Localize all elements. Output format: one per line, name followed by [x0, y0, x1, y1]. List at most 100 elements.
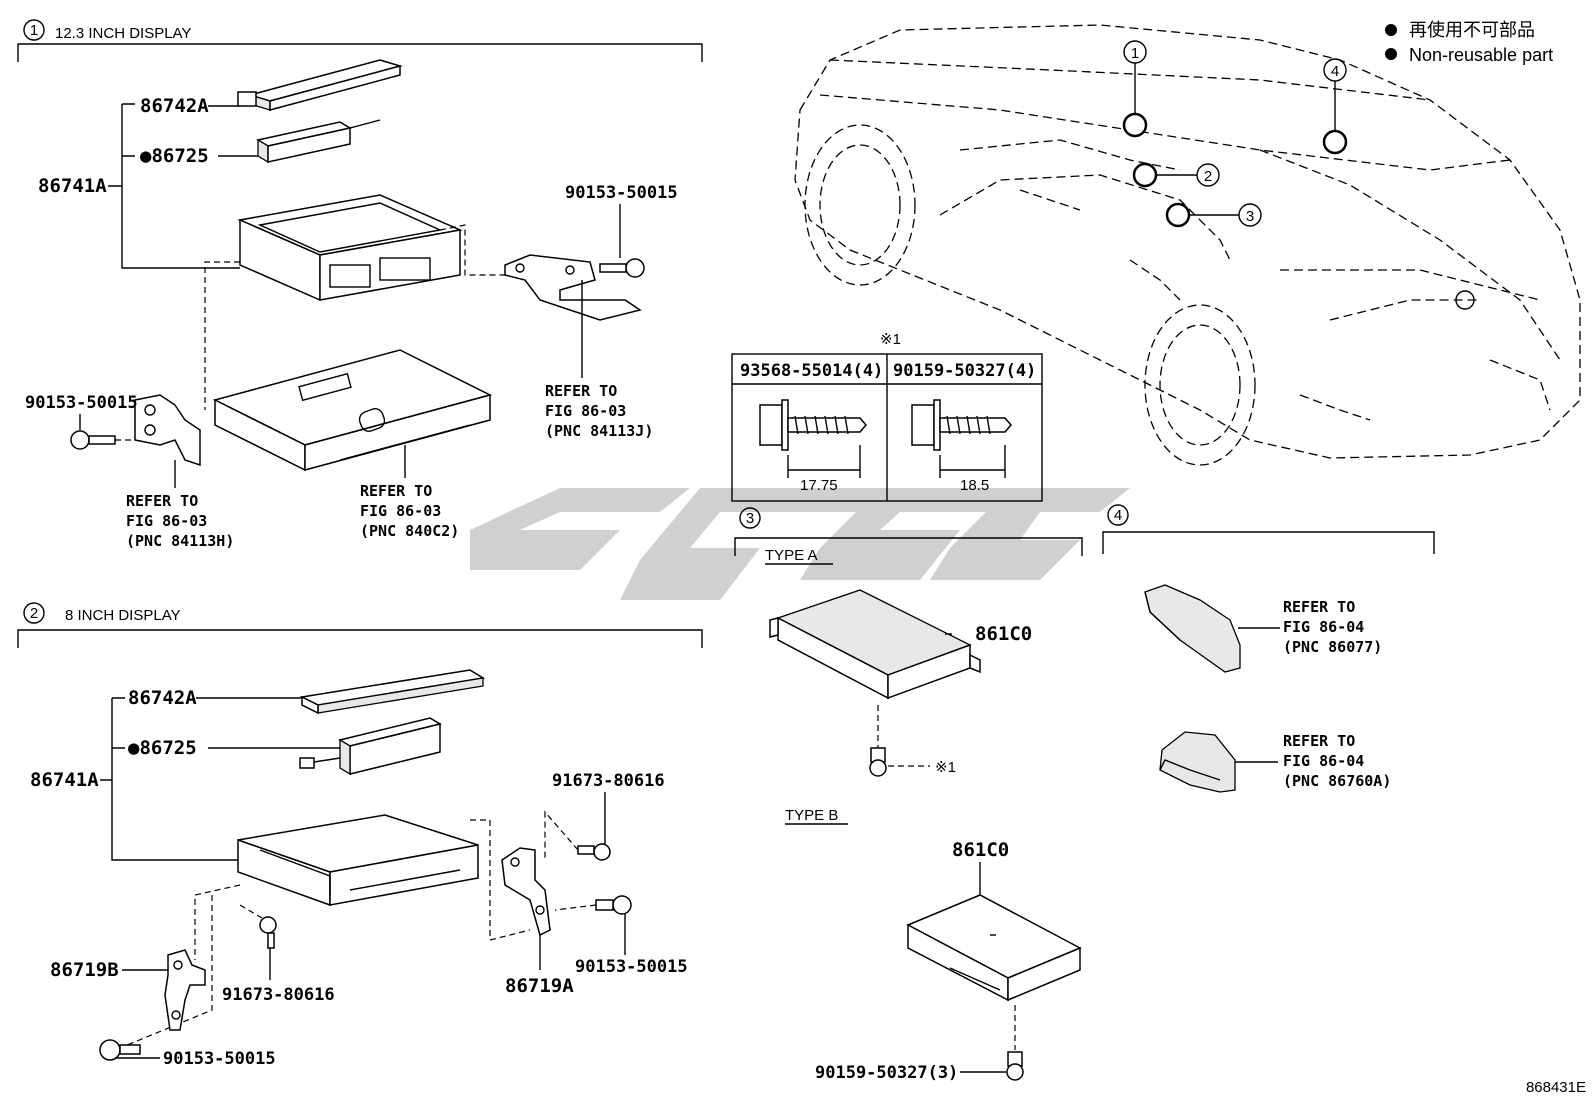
svg-text:FIG 86-03: FIG 86-03 [126, 512, 207, 530]
display-frame [237, 194, 463, 302]
callout-ring-2 [1132, 162, 1158, 188]
callout-4-label: 4 [1331, 63, 1339, 80]
callout-ring-4 [1322, 129, 1348, 155]
section-1: 1 12.3 INCH DISPLAY 86742A ●86725 86741A [17, 19, 703, 550]
display-cover-86742A-s2 [299, 669, 486, 715]
table-col1-part: 93568-55014(4) [740, 361, 883, 381]
section-2-number: 2 [30, 605, 38, 622]
bracket-left-s1 [134, 394, 201, 467]
label-86742A-s2: 86742A [128, 687, 197, 709]
bolt-90159-icon [911, 399, 1012, 451]
label-861C0-typeA: 861C0 [975, 623, 1032, 645]
svg-text:FIG 86-03: FIG 86-03 [360, 502, 441, 520]
ref-bottom-s4: REFER TO FIG 86-04 (PNC 86760A) [1283, 732, 1391, 790]
section-4-circle [1107, 504, 1129, 526]
table-col2-part: 90159-50327(4) [893, 361, 1036, 381]
bracket-86719B [164, 949, 206, 1031]
section-2: 2 8 INCH DISPLAY 86742A ●86725 86741A [17, 602, 703, 1069]
label-screw-mid-s2: 91673-80616 [222, 985, 335, 1005]
section-3-circle [739, 507, 761, 529]
table-col1-dim: 17.75 [800, 477, 838, 494]
label-bolt-right-s1: 90153-50015 [565, 183, 678, 203]
legend-jp: 再使用不可部品 [1409, 20, 1535, 40]
svg-text:(PNC 84113H): (PNC 84113H) [126, 532, 234, 550]
bolt-left-s1 [70, 430, 116, 450]
legend-en: Non-reusable part [1409, 45, 1553, 65]
svg-text:REFER TO: REFER TO [545, 382, 617, 400]
module-86725 [255, 119, 381, 164]
label-86725-s1: ●86725 [140, 145, 209, 167]
antenna-base [1159, 731, 1236, 793]
figure-code: 868431E [1526, 1079, 1586, 1096]
ref-right-s1: REFER TO FIG 86-03 (PNC 84113J) [545, 382, 653, 440]
module-86725-s2 [299, 717, 442, 776]
label-86741A-s1: 86741A [38, 175, 107, 197]
section-2-title: 8 INCH DISPLAY [65, 607, 181, 624]
callout-1-label: 1 [1131, 45, 1139, 62]
section-2-circle [23, 602, 45, 624]
bolt-right-s1 [599, 258, 645, 278]
legend: 再使用不可部品 Non-reusable part [1385, 20, 1553, 65]
svg-text:REFER TO: REFER TO [126, 492, 198, 510]
label-86719B: 86719B [50, 959, 119, 981]
label-861C0-typeB: 861C0 [952, 839, 1009, 861]
car-overview: 1 2 3 4 [794, 24, 1581, 466]
label-86742A-s1: 86742A [140, 95, 209, 117]
type-b-label: TYPE B [785, 807, 838, 824]
ref-left-s1: REFER TO FIG 86-03 (PNC 84113H) [126, 492, 234, 550]
callout-2-label: 2 [1204, 168, 1212, 185]
legend-dot-icon [1385, 48, 1397, 60]
label-86741A-s2: 86741A [30, 769, 99, 791]
bracket-86719A [501, 847, 551, 937]
display-frame-s2 [237, 814, 479, 907]
svg-text:(PNC 84113J): (PNC 84113J) [545, 422, 653, 440]
bolt-typeA [869, 747, 887, 777]
label-86725-s2: ●86725 [128, 737, 197, 759]
module-861C0-typeB [906, 894, 1082, 1002]
typeA-mark: ※1 [935, 759, 956, 776]
svg-text:(PNC 840C2): (PNC 840C2) [360, 522, 459, 540]
svg-text:FIG 86-04: FIG 86-04 [1283, 618, 1364, 636]
shark-fin-antenna [1144, 584, 1241, 673]
label-86719A: 86719A [505, 975, 574, 997]
legend-dot-icon [1385, 24, 1397, 36]
svg-text:(PNC 86760A): (PNC 86760A) [1283, 772, 1391, 790]
section-1-title: 12.3 INCH DISPLAY [55, 25, 191, 42]
label-screw-top-s2: 91673-80616 [552, 771, 665, 791]
callout-3-label: 3 [1246, 208, 1254, 225]
screw-top-s2 [577, 843, 611, 861]
section-3-number: 3 [746, 510, 754, 527]
svg-text:(PNC 86077): (PNC 86077) [1283, 638, 1382, 656]
display-cover-86742A [237, 59, 403, 111]
rear-wheel [1144, 304, 1256, 466]
screw-mid-s2 [259, 916, 277, 949]
watermark-logo [470, 488, 1130, 600]
callout-ring-3 [1165, 202, 1191, 228]
bolt-93568-icon [759, 399, 867, 451]
callout-ring-1 [1122, 112, 1148, 138]
label-typeB-bolt: 90159-50327(3) [815, 1063, 958, 1083]
fastener-table: ※1 93568-55014(4) 90159-50327(4) 17.75 1… [731, 331, 1043, 502]
ref-top-s4: REFER TO FIG 86-04 (PNC 86077) [1283, 598, 1382, 656]
bolt-typeB [1006, 1051, 1024, 1081]
svg-text:REFER TO: REFER TO [1283, 732, 1355, 750]
section-4-number: 4 [1114, 507, 1122, 524]
ref-mid-s1: REFER TO FIG 86-03 (PNC 840C2) [360, 482, 459, 540]
label-bolt-right-s2: 90153-50015 [575, 957, 688, 977]
bolt-right-s2 [595, 895, 632, 915]
table-mark: ※1 [880, 331, 901, 348]
svg-text:REFER TO: REFER TO [360, 482, 432, 500]
bolt-bottom-s2 [99, 1039, 141, 1061]
display-main-unit [212, 349, 493, 472]
svg-text:REFER TO: REFER TO [1283, 598, 1355, 616]
front-wheel [804, 124, 916, 286]
label-bolt-left-s1: 90153-50015 [25, 393, 138, 413]
svg-text:FIG 86-03: FIG 86-03 [545, 402, 626, 420]
label-bolt-bottom-s2: 90153-50015 [163, 1049, 276, 1069]
section-1-circle [23, 19, 45, 41]
section-4: 4 REFER TO FIG 86-04 (PNC 86077) REFER T… [1102, 504, 1435, 793]
table-col2-dim: 18.5 [960, 477, 989, 494]
section-3: 3 TYPE A 861C0 ※1 TYPE B 861C0 [734, 507, 1083, 1083]
bracket-right-s1 [504, 254, 642, 321]
